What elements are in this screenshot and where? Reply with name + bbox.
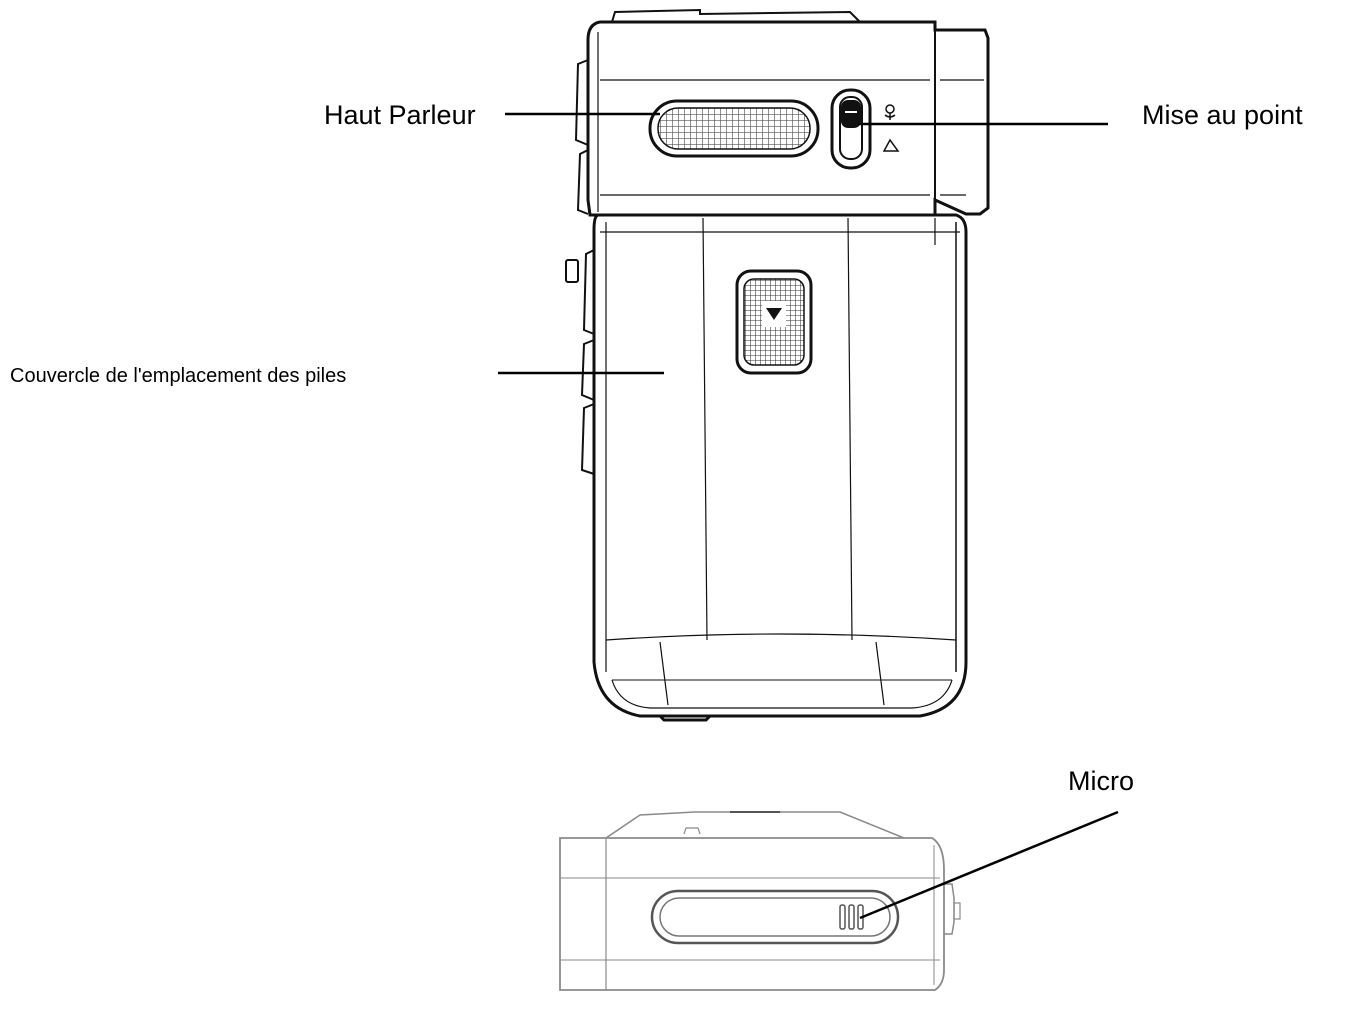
callout-leader-lines [498, 112, 1119, 920]
side-main-body [559, 837, 945, 991]
arrow-down-icon [766, 308, 782, 320]
side-button-lower-3 [580, 403, 595, 475]
focus-switch-knob [841, 100, 861, 128]
microphone-label: Micro [1068, 766, 1134, 796]
side-button-middle [576, 149, 589, 215]
bottom-foot [658, 714, 712, 722]
focus-label: Mise au point [1142, 100, 1303, 130]
cover-line-left [702, 217, 708, 641]
speaker-label: Haut Parleur [324, 100, 476, 130]
cover-line-right [847, 217, 853, 641]
side-strap-lug [565, 259, 579, 283]
battery-cover-latch [735, 269, 813, 375]
battery-cover-label: Couvercle de l'emplacement des piles [10, 365, 347, 387]
microphone-slot-inner [659, 897, 891, 937]
leader-line-mic [859, 810, 1119, 920]
camcorder-front-view [565, 8, 990, 722]
upper-head [586, 20, 990, 217]
side-button-top [574, 59, 589, 146]
camcorder-side-view [559, 811, 961, 991]
side-button-lower-1 [582, 249, 595, 335]
side-connector [944, 883, 955, 935]
speaker-grille [648, 99, 820, 158]
focus-switch-slot [839, 96, 863, 160]
top-rail [611, 8, 861, 23]
lower-body [592, 213, 968, 718]
cover-lower-edge [605, 633, 957, 641]
speaker-grille-mesh [657, 107, 811, 150]
side-top-hump [605, 811, 905, 839]
focus-switch-housing [830, 88, 872, 170]
microphone-holes [839, 904, 864, 930]
landscape-mountain-icon [882, 138, 900, 152]
macro-flower-icon [884, 104, 896, 120]
side-button-lower-2 [580, 339, 595, 401]
microphone-slot [650, 889, 900, 945]
